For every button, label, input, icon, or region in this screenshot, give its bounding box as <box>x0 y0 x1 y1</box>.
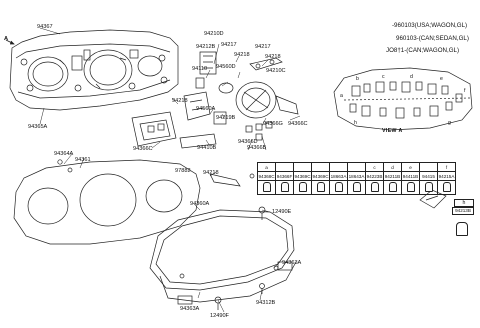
callout-94219b: 94219B <box>216 115 236 121</box>
callout-94218-b: 94218 <box>265 54 281 60</box>
view-key-a: a <box>340 93 343 99</box>
parts-code: 18643A <box>347 171 366 181</box>
gauge-subparts-drawing <box>131 51 299 149</box>
callout-94366g: 94366G <box>263 121 283 127</box>
parts-header-i: e <box>401 162 420 172</box>
view-key-h: h <box>354 120 357 126</box>
callout-94218: 94218 <box>172 98 188 104</box>
callout-94361: 94361 <box>75 157 91 163</box>
callout-97882: 97882 <box>175 168 191 174</box>
applicability-note-1: -960103(USA;WAGON,GL) <box>392 22 468 29</box>
leader-lines <box>39 27 301 313</box>
bulb-icon <box>456 222 468 236</box>
parts-code: 94211B <box>383 171 402 181</box>
callout-94560d: 94560D <box>216 64 236 70</box>
callout-94366c: 94366C <box>133 146 153 152</box>
parts-code: 94415 <box>419 171 438 181</box>
parts-code: 94368C <box>257 171 276 181</box>
callout-94360a: 94360A <box>190 201 210 207</box>
bulb-icon <box>329 180 348 195</box>
callout-94218-c: 94218 <box>203 170 219 176</box>
parts-code: 94366F <box>275 171 294 181</box>
bulb-icon <box>419 180 438 195</box>
face-plate-drawing <box>13 159 201 245</box>
parts-code: 94215A <box>437 171 456 181</box>
callout-12490f: 12490F <box>210 313 229 319</box>
parts-header-g: c <box>365 162 384 172</box>
view-key-f: f <box>464 88 466 94</box>
parts-icon-row <box>257 180 456 195</box>
callout-94367: 94367 <box>37 24 53 30</box>
bulb-icon <box>275 180 294 195</box>
callout-94366b: 94366B <box>247 145 267 151</box>
bulb-icon <box>311 180 330 195</box>
parts-header-k: f <box>437 162 456 172</box>
callout-94363a-right: 94363A <box>282 260 302 266</box>
bulb-icon <box>437 180 456 195</box>
parts-code: 94411B <box>401 171 420 181</box>
parts-header-h: d <box>383 162 402 172</box>
screws-drawing <box>214 206 266 310</box>
parts-code: 18663A <box>329 171 348 181</box>
parts-header-j <box>419 162 438 172</box>
callout-94366d: 94366D <box>238 139 258 145</box>
callout-94410b: 94410B <box>197 145 217 151</box>
callout-94212b: 94212B <box>196 44 216 50</box>
view-key-b: b <box>356 76 359 82</box>
parts-header-d <box>311 162 330 172</box>
bulb-icon <box>383 180 402 195</box>
callout-94217-b: 94217 <box>255 44 271 50</box>
parts-code-94213b: 94213B <box>452 207 474 215</box>
applicability-note-3: JO8†1-(CAN;WAGON,GL) <box>386 47 460 54</box>
callout-94210d: 94210D <box>204 31 224 37</box>
callout-94365a: 94365A <box>28 124 48 130</box>
callout-94218-a: 94218 <box>234 52 250 58</box>
bulb-icon <box>293 180 312 195</box>
view-a-drawing <box>333 67 473 131</box>
view-a-label: VIEW A <box>382 128 403 134</box>
view-key-d: d <box>410 74 413 80</box>
bulb-icon <box>257 180 276 195</box>
callout-12490e: 12490E <box>272 209 292 215</box>
view-direction-letter: A <box>4 36 9 42</box>
callout-94366c-upper: 94366C <box>288 121 308 127</box>
parts-header-b <box>275 162 294 172</box>
bulb-icon <box>365 180 384 195</box>
bulb-icon <box>347 180 366 195</box>
parts-header-a: a <box>257 162 276 172</box>
view-key-g: g <box>448 120 451 126</box>
parts-code: 94223B <box>365 171 384 181</box>
screw-97882 <box>209 173 255 187</box>
parts-code-row: 94368C 94366F 94369C 94369C 18663A 18643… <box>257 171 456 181</box>
callout-94312b: 94312B <box>256 300 276 306</box>
callout-94364a: 94364A <box>54 151 74 157</box>
callout-94363a-bottom: 94363A <box>180 306 200 312</box>
view-key-c: c <box>382 74 385 80</box>
callout-94560a: 94560A <box>196 106 216 112</box>
bulb-parts-table: a c d e f 94368C 94366F 94369C 94369C 18… <box>257 162 456 195</box>
parts-header-c <box>293 162 312 172</box>
parts-header-row: a c d e f <box>257 162 456 172</box>
applicability-note-2: 960103-(CAN;SEDAN,GL) <box>396 35 469 42</box>
callout-94217-a: 94217 <box>221 42 237 48</box>
callout-94110: 94110 <box>192 66 208 72</box>
view-key-e: e <box>440 76 443 82</box>
lens-cover-drawing <box>149 209 297 305</box>
callout-94210c: 94210C <box>266 68 286 74</box>
parts-code: 94369C <box>293 171 312 181</box>
parts-header-e <box>329 162 348 172</box>
cluster-housing-drawing <box>5 29 179 111</box>
parts-code: 94369C <box>311 171 330 181</box>
bulb-icon <box>401 180 420 195</box>
parts-header-f <box>347 162 366 172</box>
parts-header-h-extra: h <box>454 199 474 207</box>
